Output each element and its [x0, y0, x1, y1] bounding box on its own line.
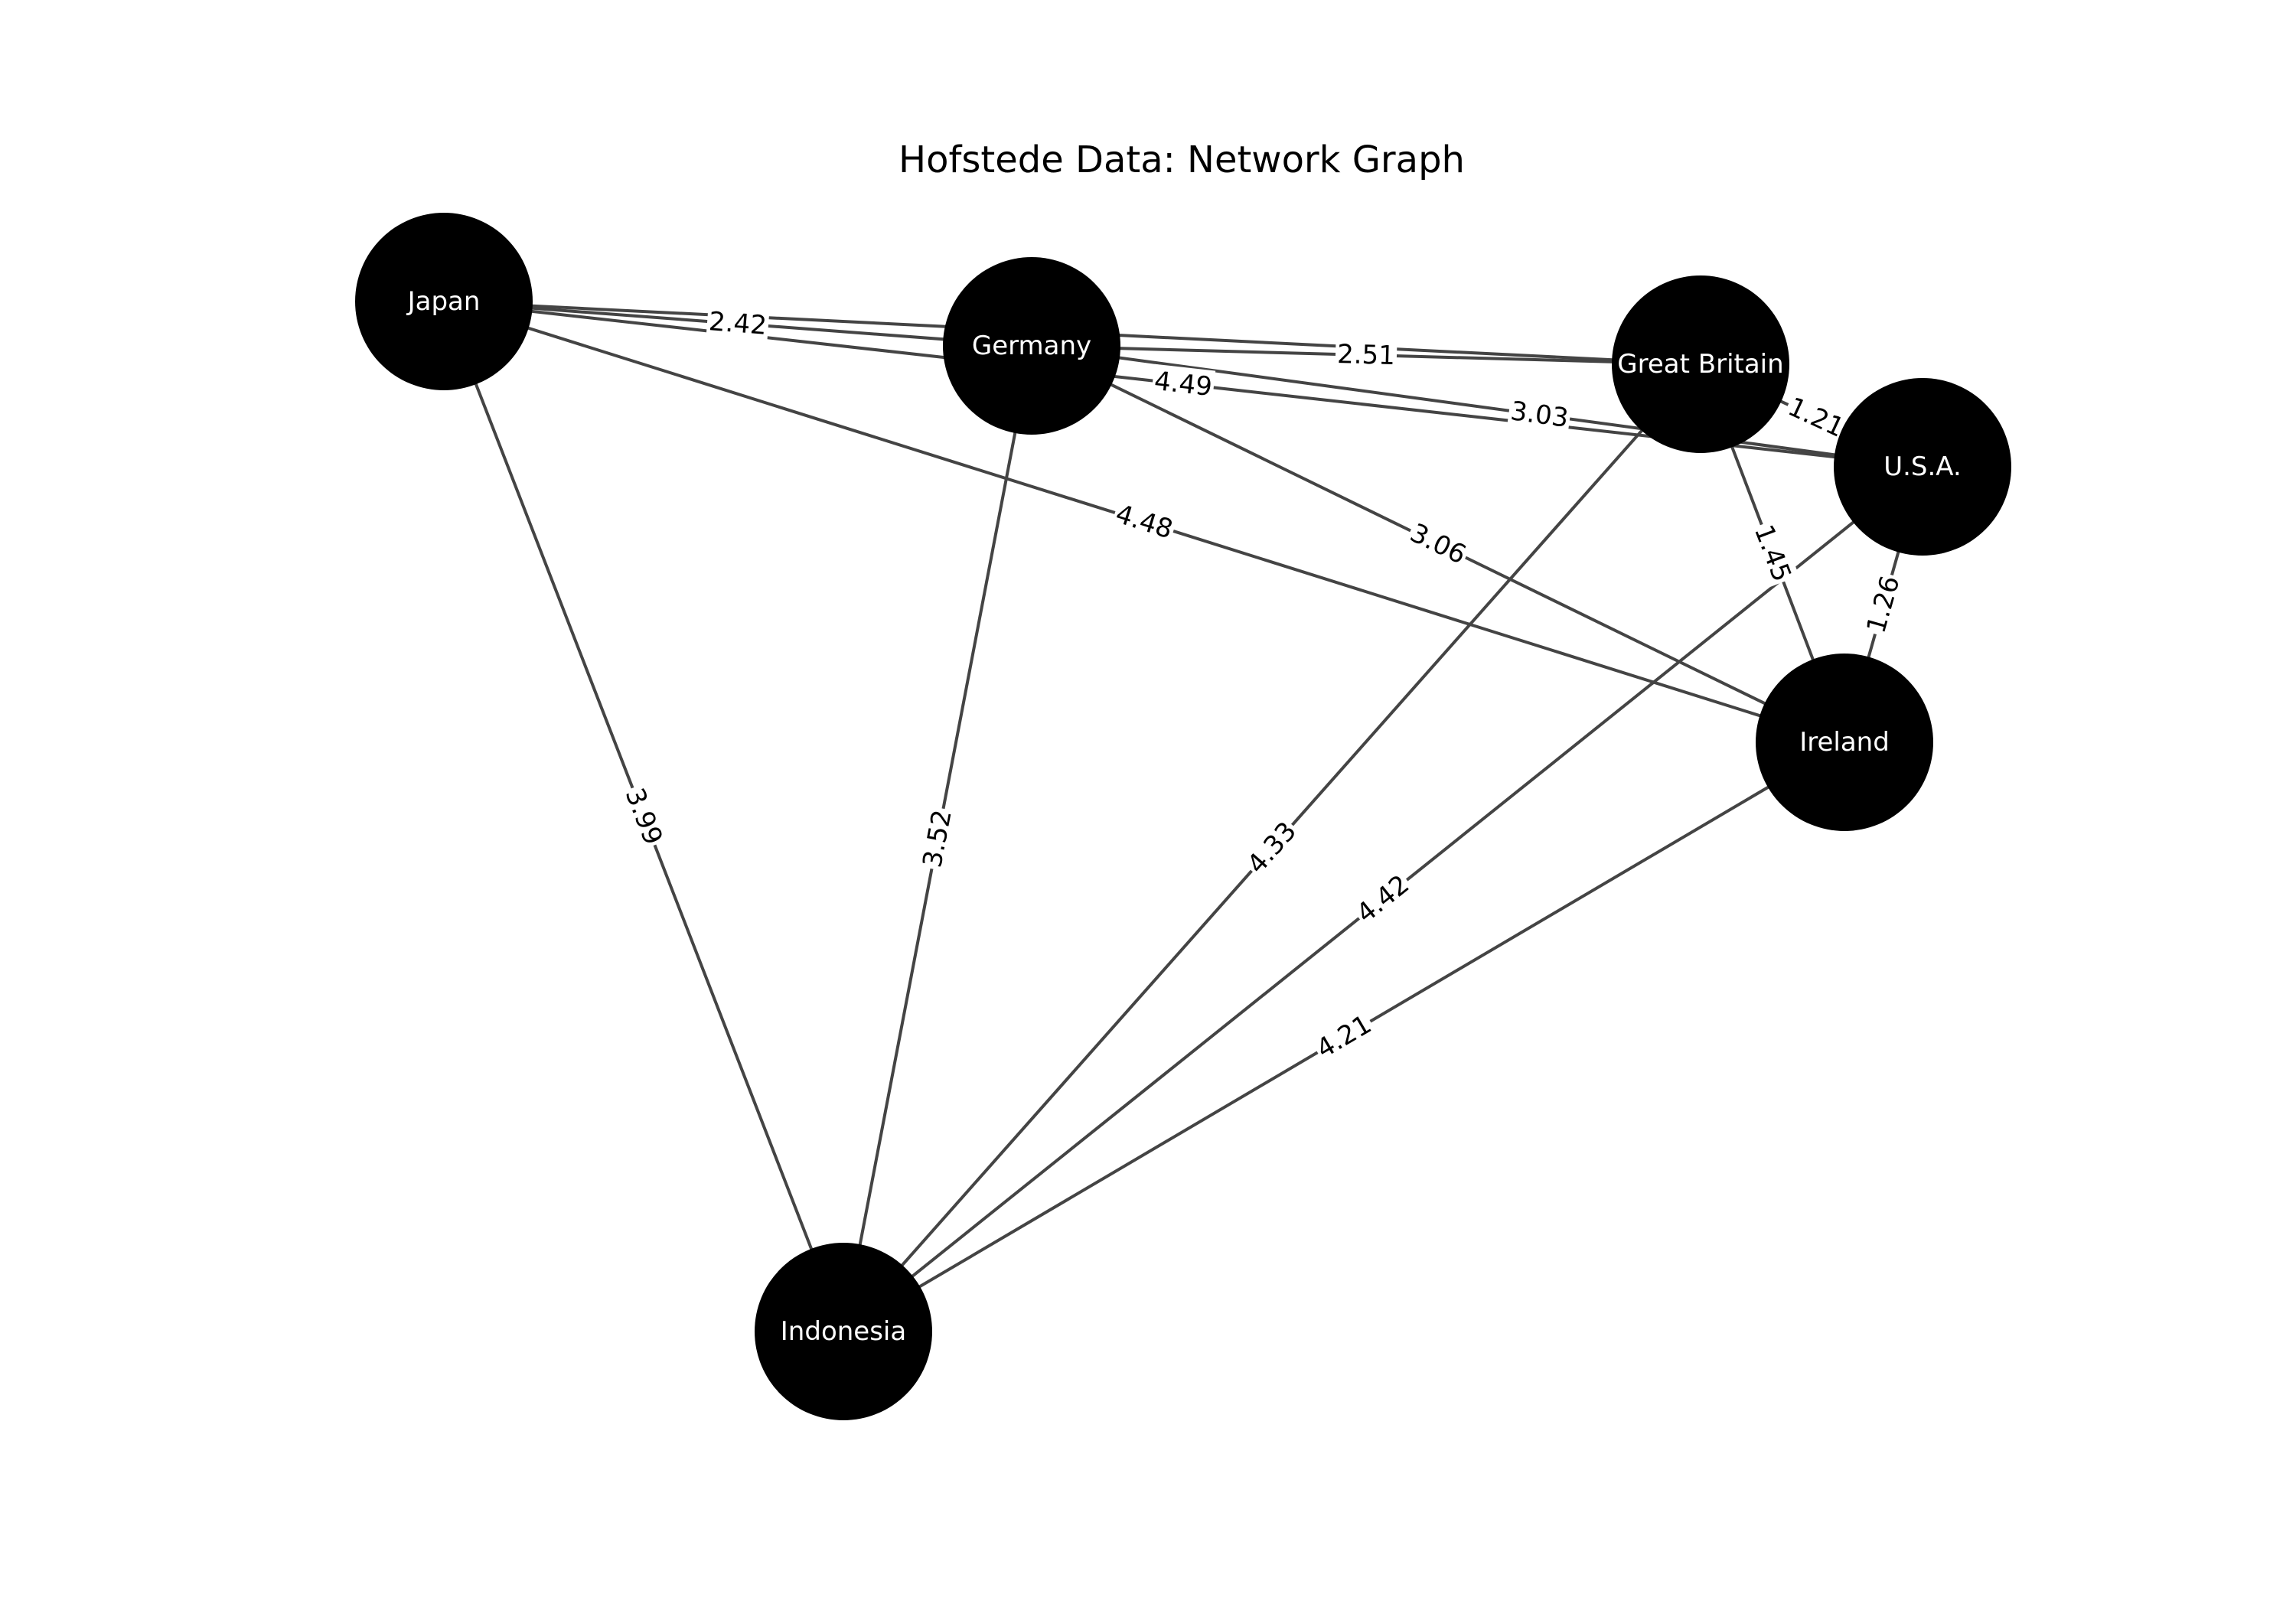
edge-label-background [617, 781, 670, 852]
node-germany: Germany [943, 257, 1120, 435]
node-circle [355, 213, 533, 390]
node-ireland: Ireland [1756, 654, 1933, 831]
edge-label-group: 4.49 [1150, 363, 1216, 405]
edge-weight-label: 2.42 [708, 306, 768, 341]
node-great-britain: Great Britain [1612, 275, 1789, 453]
edge-label-background [1150, 363, 1216, 405]
node-label: U.S.A. [1883, 451, 1962, 482]
node-label: Germany [972, 331, 1091, 361]
node-label: Japan [406, 286, 481, 317]
node-label: Indonesia [781, 1316, 906, 1347]
edge-label-background [1781, 389, 1851, 446]
edge-weight-label: 4.49 [1153, 366, 1214, 403]
edge-label-background [1309, 1006, 1379, 1068]
edge-labels-layer: 2.424.494.483.992.513.033.063.521.211.45… [617, 305, 1909, 1068]
node-usa: U.S.A. [1834, 378, 2011, 556]
edge-label-background [1239, 813, 1305, 882]
node-japan: Japan [355, 213, 533, 390]
node-label: Great Britain [1617, 349, 1783, 380]
edge-label-group: 3.03 [1506, 393, 1573, 436]
edge-label-background [1110, 497, 1179, 547]
edge-label-background [915, 805, 960, 872]
edge-label-background [1506, 393, 1573, 436]
edge-label-background [1349, 866, 1417, 932]
edge-label-background [1746, 518, 1799, 588]
edge-label-background [706, 305, 770, 343]
edge-label-group: 2.42 [706, 305, 770, 343]
edge-label-background [1403, 515, 1473, 573]
node-circle [1756, 654, 1933, 831]
node-circle [1834, 378, 2011, 556]
node-circle [755, 1243, 932, 1420]
edge-label-background [1335, 337, 1397, 373]
edge-weight-label: 2.51 [1337, 339, 1396, 371]
graph-title: Hofstede Data: Network Graph [899, 139, 1465, 181]
node-circle [943, 257, 1120, 435]
edge-label-group: 2.51 [1335, 337, 1397, 373]
node-label: Ireland [1799, 727, 1890, 758]
node-circle [1612, 275, 1789, 453]
edge-label-background [1858, 570, 1909, 639]
edge-germany-usa [1031, 344, 1923, 468]
node-indonesia: Indonesia [755, 1243, 932, 1420]
